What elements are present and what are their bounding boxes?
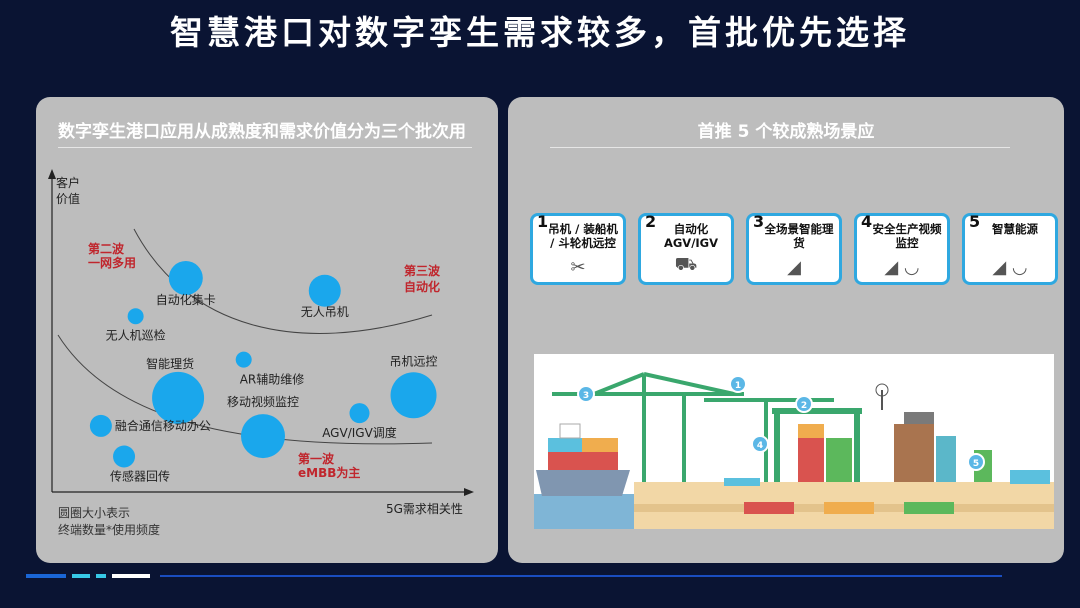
bubble-point [152, 371, 205, 424]
card-label: 智慧能源 [992, 222, 1038, 236]
port-marker [795, 395, 813, 413]
bubble-point [308, 274, 341, 307]
bubble-point [235, 351, 252, 368]
card-number: 5 [969, 212, 981, 231]
scenario-cards: 1 吊机 / 装船机 / 斗轮机远控 ✂ 2 自动化AGV/IGV ⛟ 3 全场… [530, 212, 1060, 287]
port-marker [577, 385, 595, 403]
bubble-point [113, 445, 136, 468]
card-label: 吊机 / 装船机 / 斗轮机远控 [548, 222, 618, 250]
y-axis-arrow [48, 169, 56, 179]
footer-bar-1 [26, 574, 66, 578]
footer-bar-2 [72, 574, 90, 578]
crane-remote-icon: ✂ [570, 257, 586, 278]
left-panel-heading: 数字孪生港口应用从成熟度和需求价值分为三个批次用 [58, 122, 466, 142]
bubble-point [241, 414, 285, 459]
port-marker-number: 1 [735, 381, 741, 391]
bubble-label: 移动视频监控 [227, 394, 299, 409]
bubble-point [168, 261, 203, 295]
wave-1-sublabel: eMBB为主 [298, 465, 360, 480]
bubble-point [390, 372, 437, 419]
port-marker [751, 435, 769, 453]
bubble-label: 无人机巡检 [106, 327, 166, 342]
bubble-label: AGV/IGV调度 [322, 425, 397, 440]
card-number: 4 [861, 212, 873, 231]
right-heading-divider [550, 147, 1010, 148]
note-line-2: 终端数量*使用频度 [58, 523, 161, 537]
card-label: 自动化AGV/IGV [663, 222, 719, 250]
footer-bar-3 [96, 574, 106, 578]
bubble-size-note: 圆圈大小表示 终端数量*使用频度 [58, 505, 160, 539]
camera-glasses-icon: ◢ ◡ [884, 257, 920, 278]
heading-divider [58, 147, 472, 148]
scenario-card-5[interactable]: 5 智慧能源 ◢ ◡ [962, 212, 1058, 285]
port-marker-number: 5 [973, 459, 979, 469]
recommended-scenarios-panel: 首推 5 个较成熟场景应 1 吊机 / 装船机 / 斗轮机远控 ✂ 2 自动化A… [508, 97, 1064, 563]
wave-2-label: 第二波 [88, 241, 125, 256]
wave-2-sublabel: 一网多用 [88, 255, 136, 270]
port-marker-number: 2 [801, 401, 807, 411]
camera-glasses-icon: ◢ ◡ [992, 257, 1028, 278]
card-number: 1 [537, 212, 549, 231]
card-label: 全场景智能理货 [764, 222, 834, 250]
x-axis-label: 5G需求相关性 [386, 502, 463, 516]
wave-3-sublabel: 自动化 [404, 279, 440, 294]
y-axis-label-2: 价值 [56, 191, 80, 206]
card-number: 2 [645, 212, 657, 231]
port-marker-number: 4 [757, 441, 763, 451]
page-title: 智慧港口对数字孪生需求较多，首批优先选择 [170, 13, 910, 52]
bubble-point [349, 403, 370, 424]
bubble-label: 自动化集卡 [156, 292, 216, 307]
bubble-label: 无人吊机 [301, 305, 349, 319]
scenario-card-4[interactable]: 4 安全生产视频监控 ◢ ◡ [854, 212, 950, 285]
card-number: 3 [753, 212, 765, 231]
scenario-card-2[interactable]: 2 自动化AGV/IGV ⛟ [638, 212, 734, 285]
wave-curve-upper [133, 228, 433, 334]
scenario-card-1[interactable]: 1 吊机 / 装船机 / 斗轮机远控 ✂ [530, 212, 626, 285]
note-line-1: 圆圈大小表示 [58, 506, 131, 520]
x-axis-arrow [464, 488, 474, 496]
bubble-label: 融合通信移动办公 [115, 418, 211, 433]
bubble-point [89, 414, 112, 437]
bubble-point [127, 308, 144, 325]
bubble-label: AR辅助维修 [240, 372, 305, 387]
port-illustration: 1 2 3 4 5 [534, 354, 1054, 529]
right-panel-heading: 首推 5 个较成熟场景应 [697, 122, 875, 142]
port-marker-number: 3 [583, 391, 589, 401]
wave-3-label: 第三波 [404, 263, 441, 278]
port-marker [967, 453, 985, 471]
footer-line [160, 575, 1002, 577]
card-label: 安全生产视频监控 [872, 222, 942, 250]
port-marker [729, 375, 747, 393]
wave-curve-lower [57, 334, 433, 445]
maturity-demand-panel: 数字孪生港口应用从成熟度和需求价值分为三个批次用 自动化集卡无人吊机无人机巡检 A… [36, 97, 498, 563]
truck-icon: ⛟ [674, 254, 698, 275]
bubble-label: 吊机远控 [390, 354, 438, 368]
y-axis-label-1: 客户 [56, 175, 80, 190]
camera-icon: ◢ [787, 257, 801, 278]
wave-1-label: 第一波 [298, 451, 335, 466]
scenario-card-3[interactable]: 3 全场景智能理货 ◢ [746, 212, 842, 285]
bubble-label: 传感器回传 [110, 469, 170, 484]
bubble-label: 智能理货 [146, 356, 194, 371]
footer-bar-4 [112, 574, 150, 578]
